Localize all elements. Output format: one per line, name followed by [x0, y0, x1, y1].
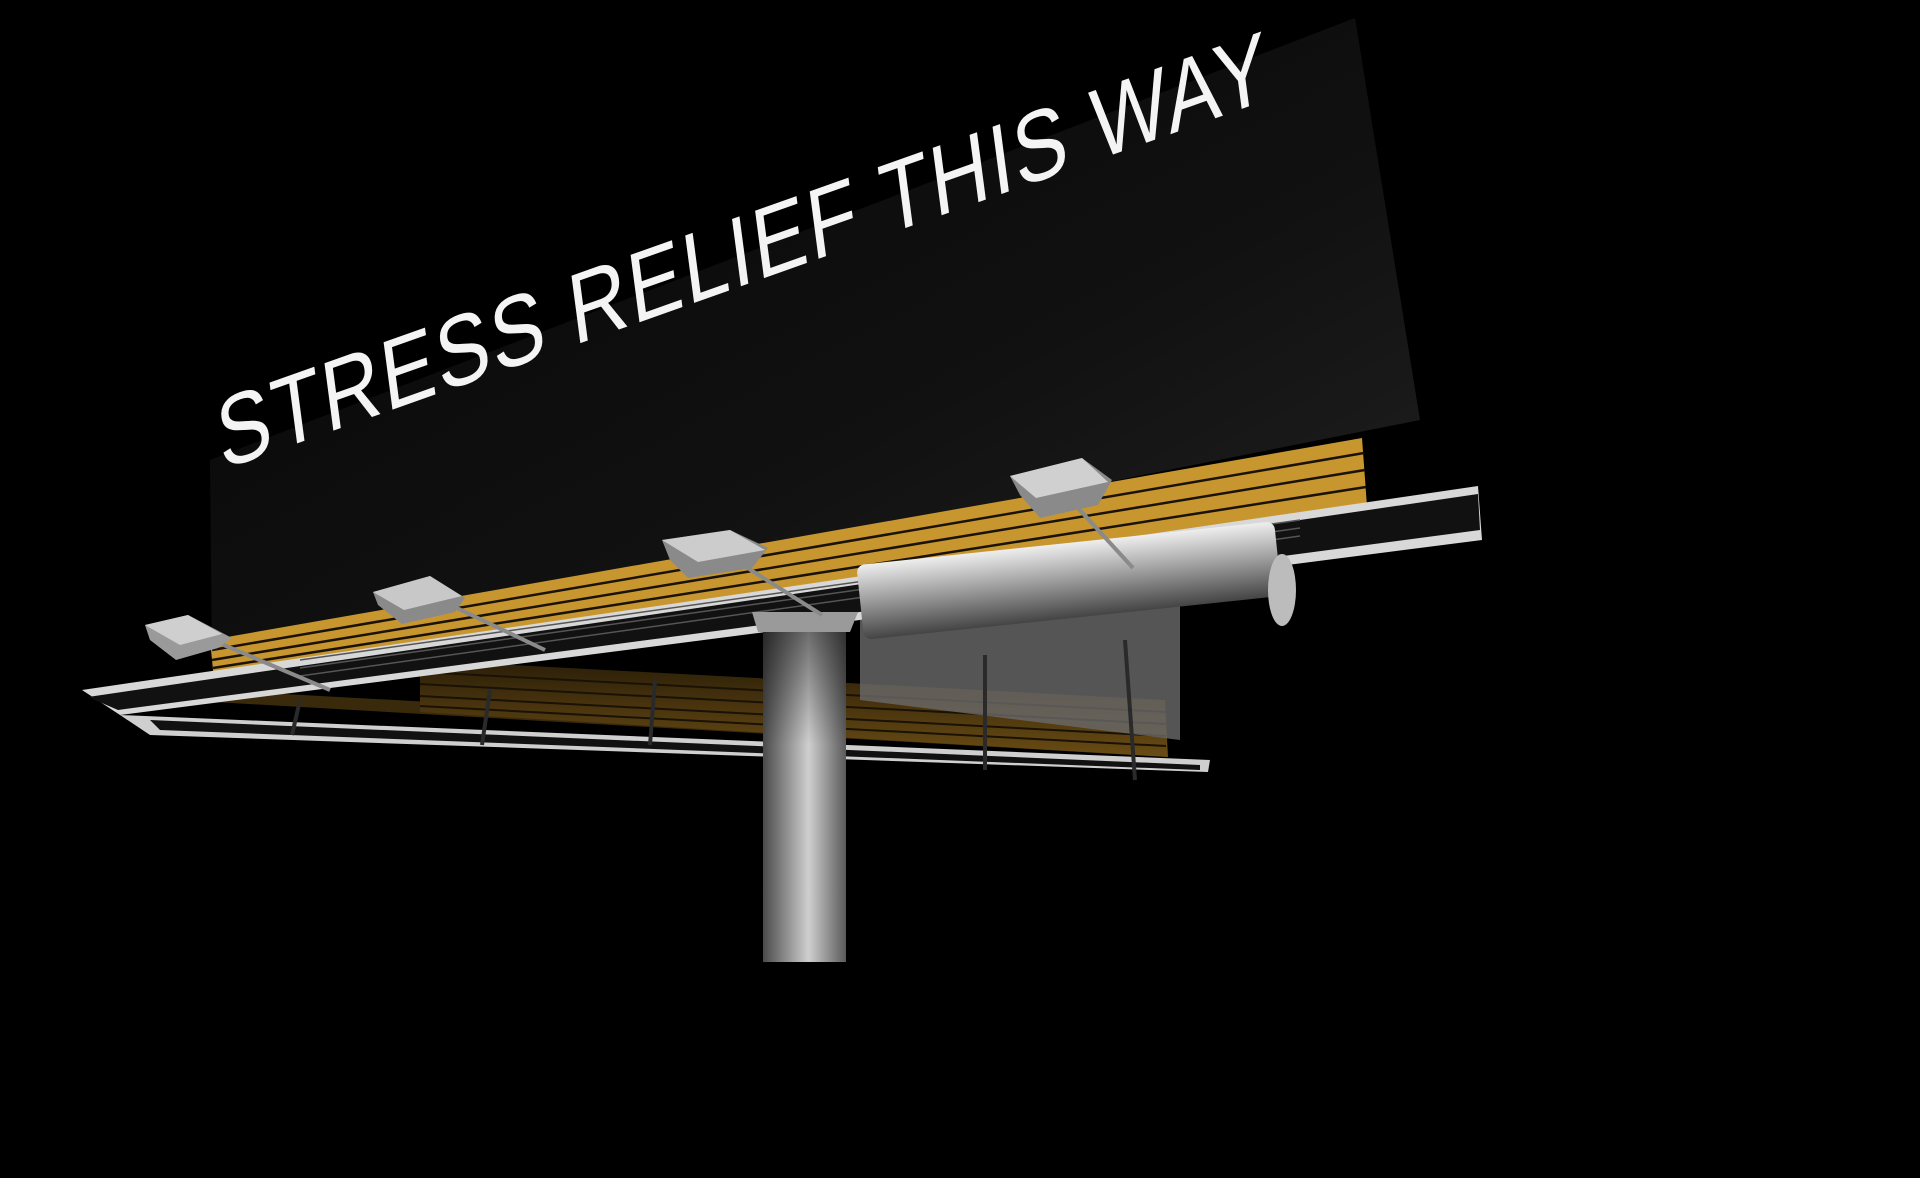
lamp-2: [373, 576, 546, 652]
pole: [752, 612, 858, 962]
billboard-face: [210, 18, 1420, 660]
lamp-1: [145, 615, 331, 692]
support-tube: [857, 522, 1296, 639]
billboard-illustration: STRESS RELIEF THIS WAY: [82, 10, 1482, 962]
lamp-3: [662, 530, 824, 617]
lamps: [145, 458, 1135, 692]
lamp-4: [1010, 458, 1135, 570]
